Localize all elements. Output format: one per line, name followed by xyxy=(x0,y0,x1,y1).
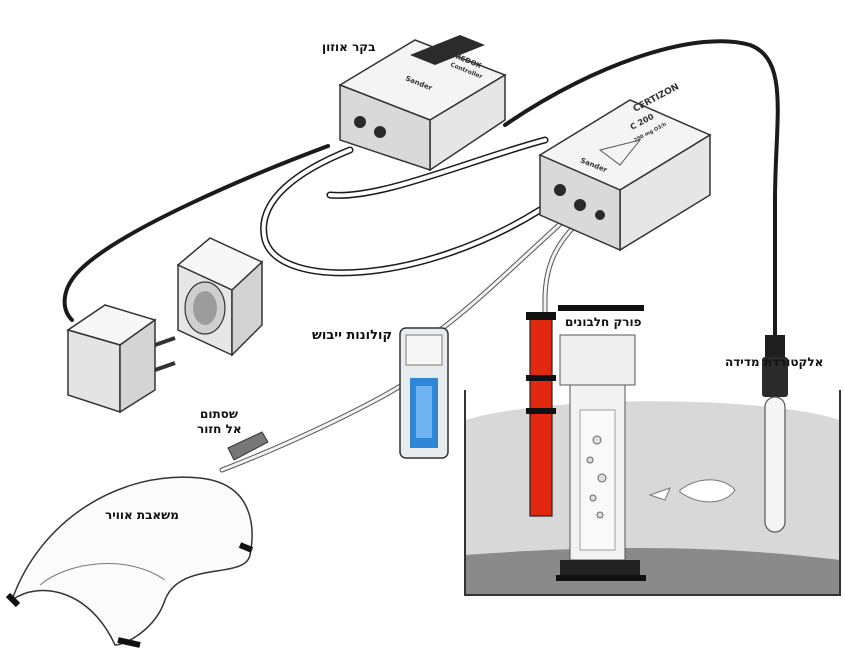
air-pump-label: משאבת אוויר xyxy=(105,508,179,522)
certizon-ozonizer: CERTIZON C 200 200 mg O3/h Sander xyxy=(538,82,712,252)
fish-icon xyxy=(648,479,736,503)
redox-connector-1 xyxy=(354,116,366,128)
aquarium-water xyxy=(465,401,840,595)
air-pump xyxy=(5,476,254,648)
control-cable xyxy=(260,146,544,277)
certizon-connector-3 xyxy=(595,210,605,220)
certizon-connector-1 xyxy=(554,184,566,196)
ozone-controller-label: בקר אוזון xyxy=(322,40,376,54)
wall-socket xyxy=(176,237,264,357)
plug-adapter xyxy=(66,304,176,414)
certizon-connector-2 xyxy=(574,199,586,211)
certizon-brand-text: CERTIZON xyxy=(632,82,681,115)
skimmer-label: פורק חלבונים xyxy=(565,315,642,329)
measuring-electrode xyxy=(762,335,788,533)
protein-skimmer xyxy=(556,305,646,581)
red-reactor-column xyxy=(526,312,556,517)
aquarium-sand xyxy=(465,548,840,595)
drying-column-label: קולונות ייבוש xyxy=(312,328,393,343)
check-valve xyxy=(227,431,269,461)
aquarium xyxy=(464,390,841,596)
redox-connector-2 xyxy=(374,126,386,138)
check-valve-label-line1: שסתום xyxy=(200,407,238,421)
drying-column xyxy=(399,327,449,459)
air-hose xyxy=(219,377,413,473)
electrode-cable xyxy=(503,39,780,337)
power-cable xyxy=(62,144,330,322)
redox-controller: REDOX Controller Sander xyxy=(338,35,507,172)
electrode-label: אלקטורדת מדידה xyxy=(725,355,824,369)
check-valve-label-line2: אל חזור xyxy=(197,422,242,436)
